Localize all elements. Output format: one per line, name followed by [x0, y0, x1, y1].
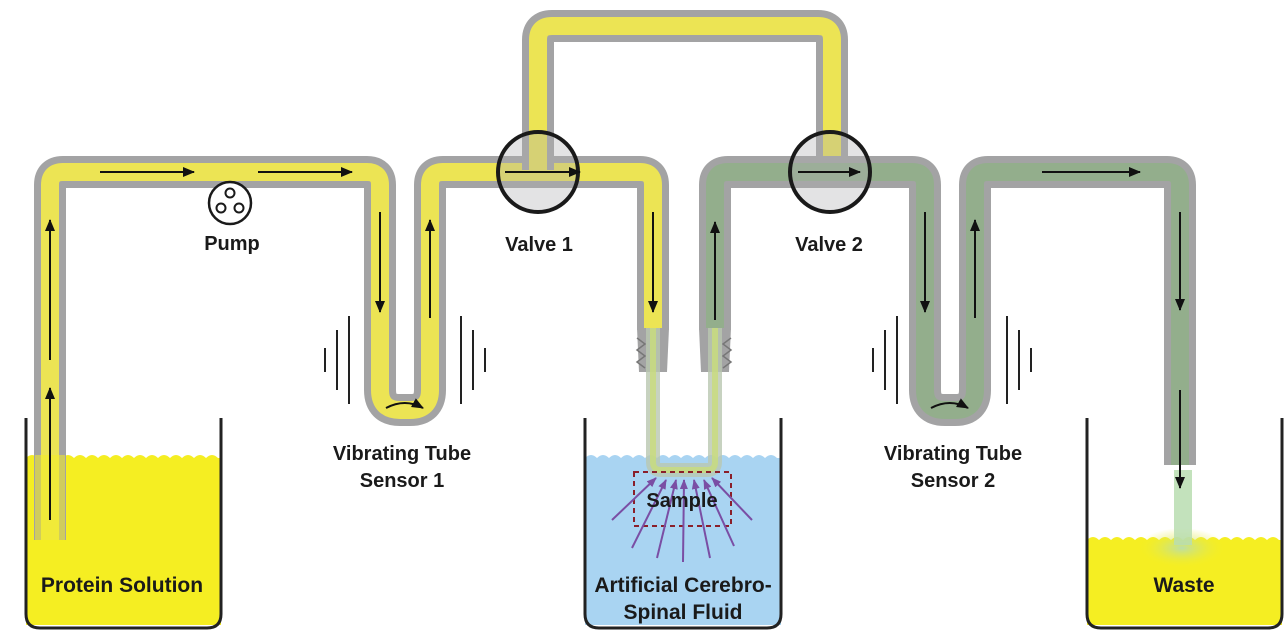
sensor-2-label-line1: Vibrating Tube [884, 443, 1022, 465]
tubing-bypass-loop [522, 10, 848, 170]
protein-solution-label: Protein Solution [41, 574, 203, 597]
waste-beaker [1085, 418, 1284, 630]
tube-bypass-wall [522, 10, 848, 170]
sensor-1-label-line2: Sensor 1 [360, 470, 444, 492]
diffusion-arrows [611, 477, 753, 563]
diffusion-arrow [631, 479, 667, 549]
vibration-marks-sensor-2 [872, 316, 1032, 404]
protein-surface-wave [26, 455, 221, 458]
waste-mixing-glow [1138, 528, 1226, 568]
diffusion-arrow [611, 477, 657, 521]
waste-surface-wave [1087, 537, 1282, 540]
diffusion-arrow [711, 477, 753, 521]
csf-label-line1: Artificial Cerebro- [594, 574, 771, 597]
diffusion-arrow [691, 479, 711, 559]
flow-arrow [385, 398, 424, 409]
flow-arrows [45, 167, 1185, 520]
diffusion-arrow [656, 479, 678, 559]
probe-inner-fluid [650, 328, 718, 473]
waste-beaker-wall [1085, 418, 1284, 630]
waste-drip-stream [1174, 470, 1192, 545]
protein-beaker-wall [24, 418, 223, 630]
sensor-1-label-line1: Vibrating Tube [333, 443, 471, 465]
tube-bypass-fluid [529, 17, 841, 170]
csf-surface-wave [585, 455, 781, 458]
vibration-marks-sensor-1 [324, 316, 486, 404]
valve-1-label: Valve 1 [505, 234, 573, 256]
tube-return-wall [699, 156, 1196, 465]
diffusion-arrow [703, 479, 735, 547]
valve-2-label: Valve 2 [795, 234, 863, 256]
csf-beaker-wall [583, 418, 783, 630]
sampling-probe [635, 328, 733, 477]
pump-label: Pump [204, 233, 260, 255]
sample-region [611, 471, 753, 563]
waste-label: Waste [1153, 574, 1214, 597]
flow-arrow [930, 398, 969, 409]
probe-right-barb [721, 337, 733, 369]
sensor-2-label-line2: Sensor 2 [911, 470, 995, 492]
probe-left-barb [635, 337, 647, 369]
sample-label: Sample [646, 490, 717, 512]
pump-icon [207, 180, 253, 226]
tubing-return-line [699, 156, 1196, 465]
csf-label-line2: Spinal Fluid [624, 601, 743, 624]
diffusion-arrow [679, 479, 688, 563]
